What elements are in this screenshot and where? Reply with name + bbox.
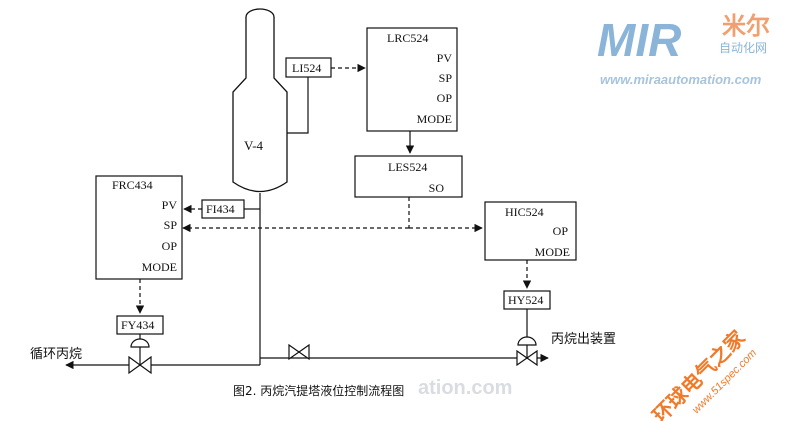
- corner-watermark: 环球电气之家 www.51spec.com: [648, 325, 759, 421]
- logo-cn: 米尔: [722, 12, 770, 40]
- les524-box: [354, 155, 463, 198]
- fi434-label: FI434: [206, 202, 235, 216]
- frc434-pv: PV: [162, 198, 178, 212]
- fy434-label: FY434: [121, 318, 154, 332]
- logo-url: www.miraautomation.com: [600, 72, 762, 87]
- right-stream-label: 丙烷出装置: [551, 332, 616, 347]
- lrc524-pv: PV: [437, 51, 453, 65]
- li524-label: LI524: [292, 61, 321, 75]
- lrc524-mode: MODE: [417, 112, 452, 126]
- frc434-sp: SP: [164, 218, 178, 232]
- lrc524-op: OP: [437, 91, 453, 105]
- frc434-tag: FRC434: [112, 178, 153, 192]
- figure-caption: 图2. 丙烷汽提塔液位控制流程图: [233, 383, 404, 398]
- logo-brand: MIR: [597, 14, 681, 66]
- mir-logo: MIR 米尔 自动化网 www.miraautomation.com: [597, 12, 770, 87]
- fy434-control-valve: [128, 338, 152, 375]
- frc434-box: [95, 175, 183, 280]
- center-watermark: ation.com: [418, 377, 512, 399]
- les524-tag: LES524: [388, 160, 427, 174]
- manual-valve: [288, 343, 310, 361]
- frc434-op: OP: [162, 239, 178, 253]
- hy524-label: HY524: [508, 293, 543, 307]
- hic524-box: [484, 201, 577, 261]
- hy524-control-valve: [516, 336, 538, 367]
- logo-sub: 自动化网: [719, 41, 767, 55]
- lrc524-sp: SP: [439, 71, 453, 85]
- lrc524-tag: LRC524: [387, 31, 428, 45]
- hic524-op: OP: [553, 224, 569, 238]
- vessel-v4: V-4: [232, 8, 288, 193]
- les524-so: SO: [429, 181, 445, 195]
- frc434-mode: MODE: [142, 260, 177, 274]
- hic524-tag: HIC524: [505, 205, 544, 219]
- level-tap-line: [287, 77, 309, 134]
- left-stream-label: 循环丙烷: [30, 347, 82, 362]
- hic524-mode: MODE: [535, 245, 570, 259]
- vessel-label: V-4: [244, 138, 264, 153]
- lrc524-box: [366, 27, 458, 132]
